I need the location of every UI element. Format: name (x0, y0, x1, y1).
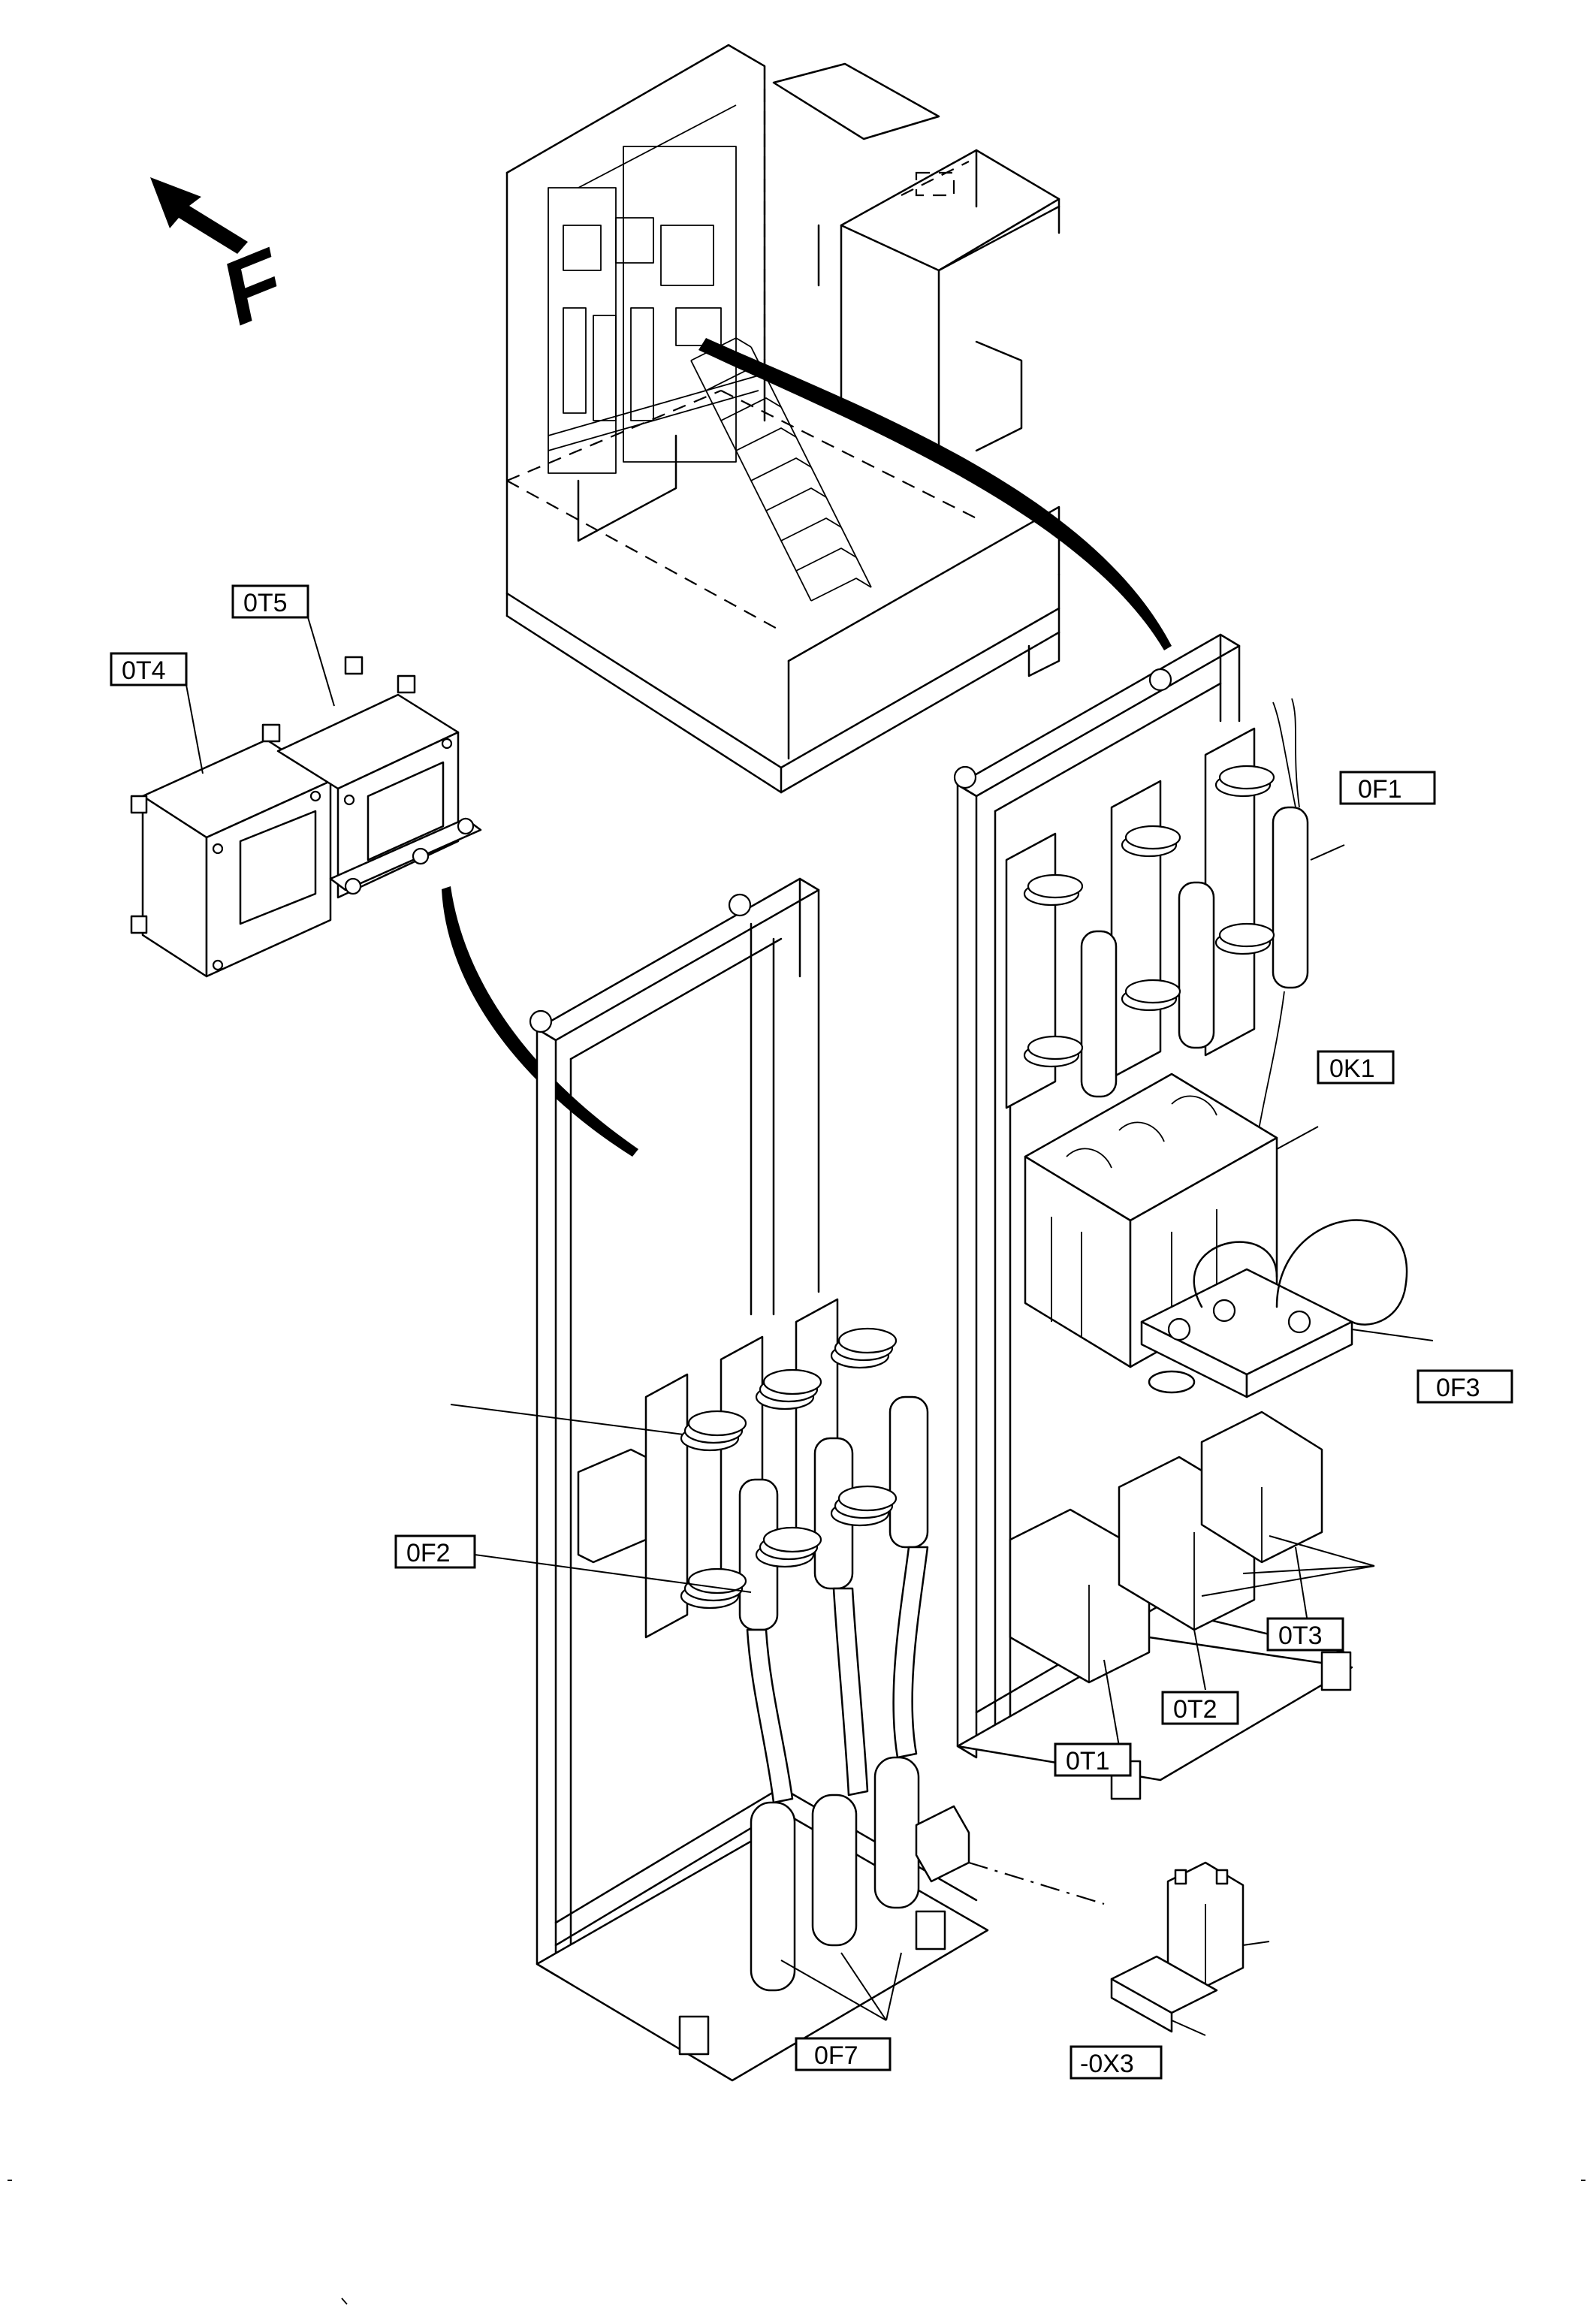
tag-0x3: -0X3 (1070, 2045, 1163, 2080)
tag-0t3: 0T3 (1266, 1617, 1344, 1652)
tag-0t1: 0T1 (1054, 1742, 1132, 1777)
right-panel-assembly (953, 633, 1434, 1800)
tag-0f2: 0F2 (394, 1534, 476, 1569)
tag-0f3: 0F3 (1416, 1369, 1513, 1404)
tag-0f3-text: 0F3 (1436, 1374, 1480, 1402)
tag-0t3-text: 0T3 (1278, 1622, 1323, 1650)
tag-0f7: 0F7 (795, 2037, 892, 2071)
fuse-0f1-group (1023, 698, 1309, 1157)
current-transformers-0t1-0t3 (1009, 1410, 1323, 1684)
tag-0f1-text: 0F1 (1358, 775, 1402, 804)
fuse-0f2-c (830, 1327, 929, 1549)
tag-0f2-text: 0F2 (406, 1539, 451, 1567)
tag-0t5-text: 0T5 (243, 589, 288, 617)
tag-0k1: 0K1 (1317, 1050, 1395, 1085)
page-mark-bottom (341, 2297, 348, 2305)
tag-0f7-text: 0F7 (814, 2041, 858, 2070)
fuse-0f2-b (755, 1368, 854, 1590)
tag-0k1-text: 0K1 (1329, 1054, 1375, 1083)
cabinet-overview (505, 44, 1060, 794)
terminal-block-0x3 (1110, 1861, 1270, 2036)
fuse-0f7-cylinders (750, 1756, 920, 1992)
callout-swoosh-upper (698, 338, 1172, 650)
tag-0t5: 0T5 (231, 584, 335, 707)
tag-0f1: 0F1 (1339, 771, 1436, 805)
tag-0t4: 0T4 (110, 652, 204, 774)
left-panel-assembly (450, 877, 1105, 2082)
tag-0t4-text: 0T4 (122, 656, 166, 685)
front-marker-letter: F (217, 227, 289, 348)
tag-0t1-text: 0T1 (1066, 1747, 1110, 1775)
tag-0t2-text: 0T2 (1173, 1695, 1217, 1724)
breaker-0f3 (1140, 1219, 1408, 1398)
tag-0x3-text: -0X3 (1080, 2050, 1134, 2078)
tag-0t2: 0T2 (1161, 1691, 1239, 1725)
front-direction-arrow-icon (150, 177, 248, 254)
transformers-0t4-0t5 (130, 656, 482, 978)
